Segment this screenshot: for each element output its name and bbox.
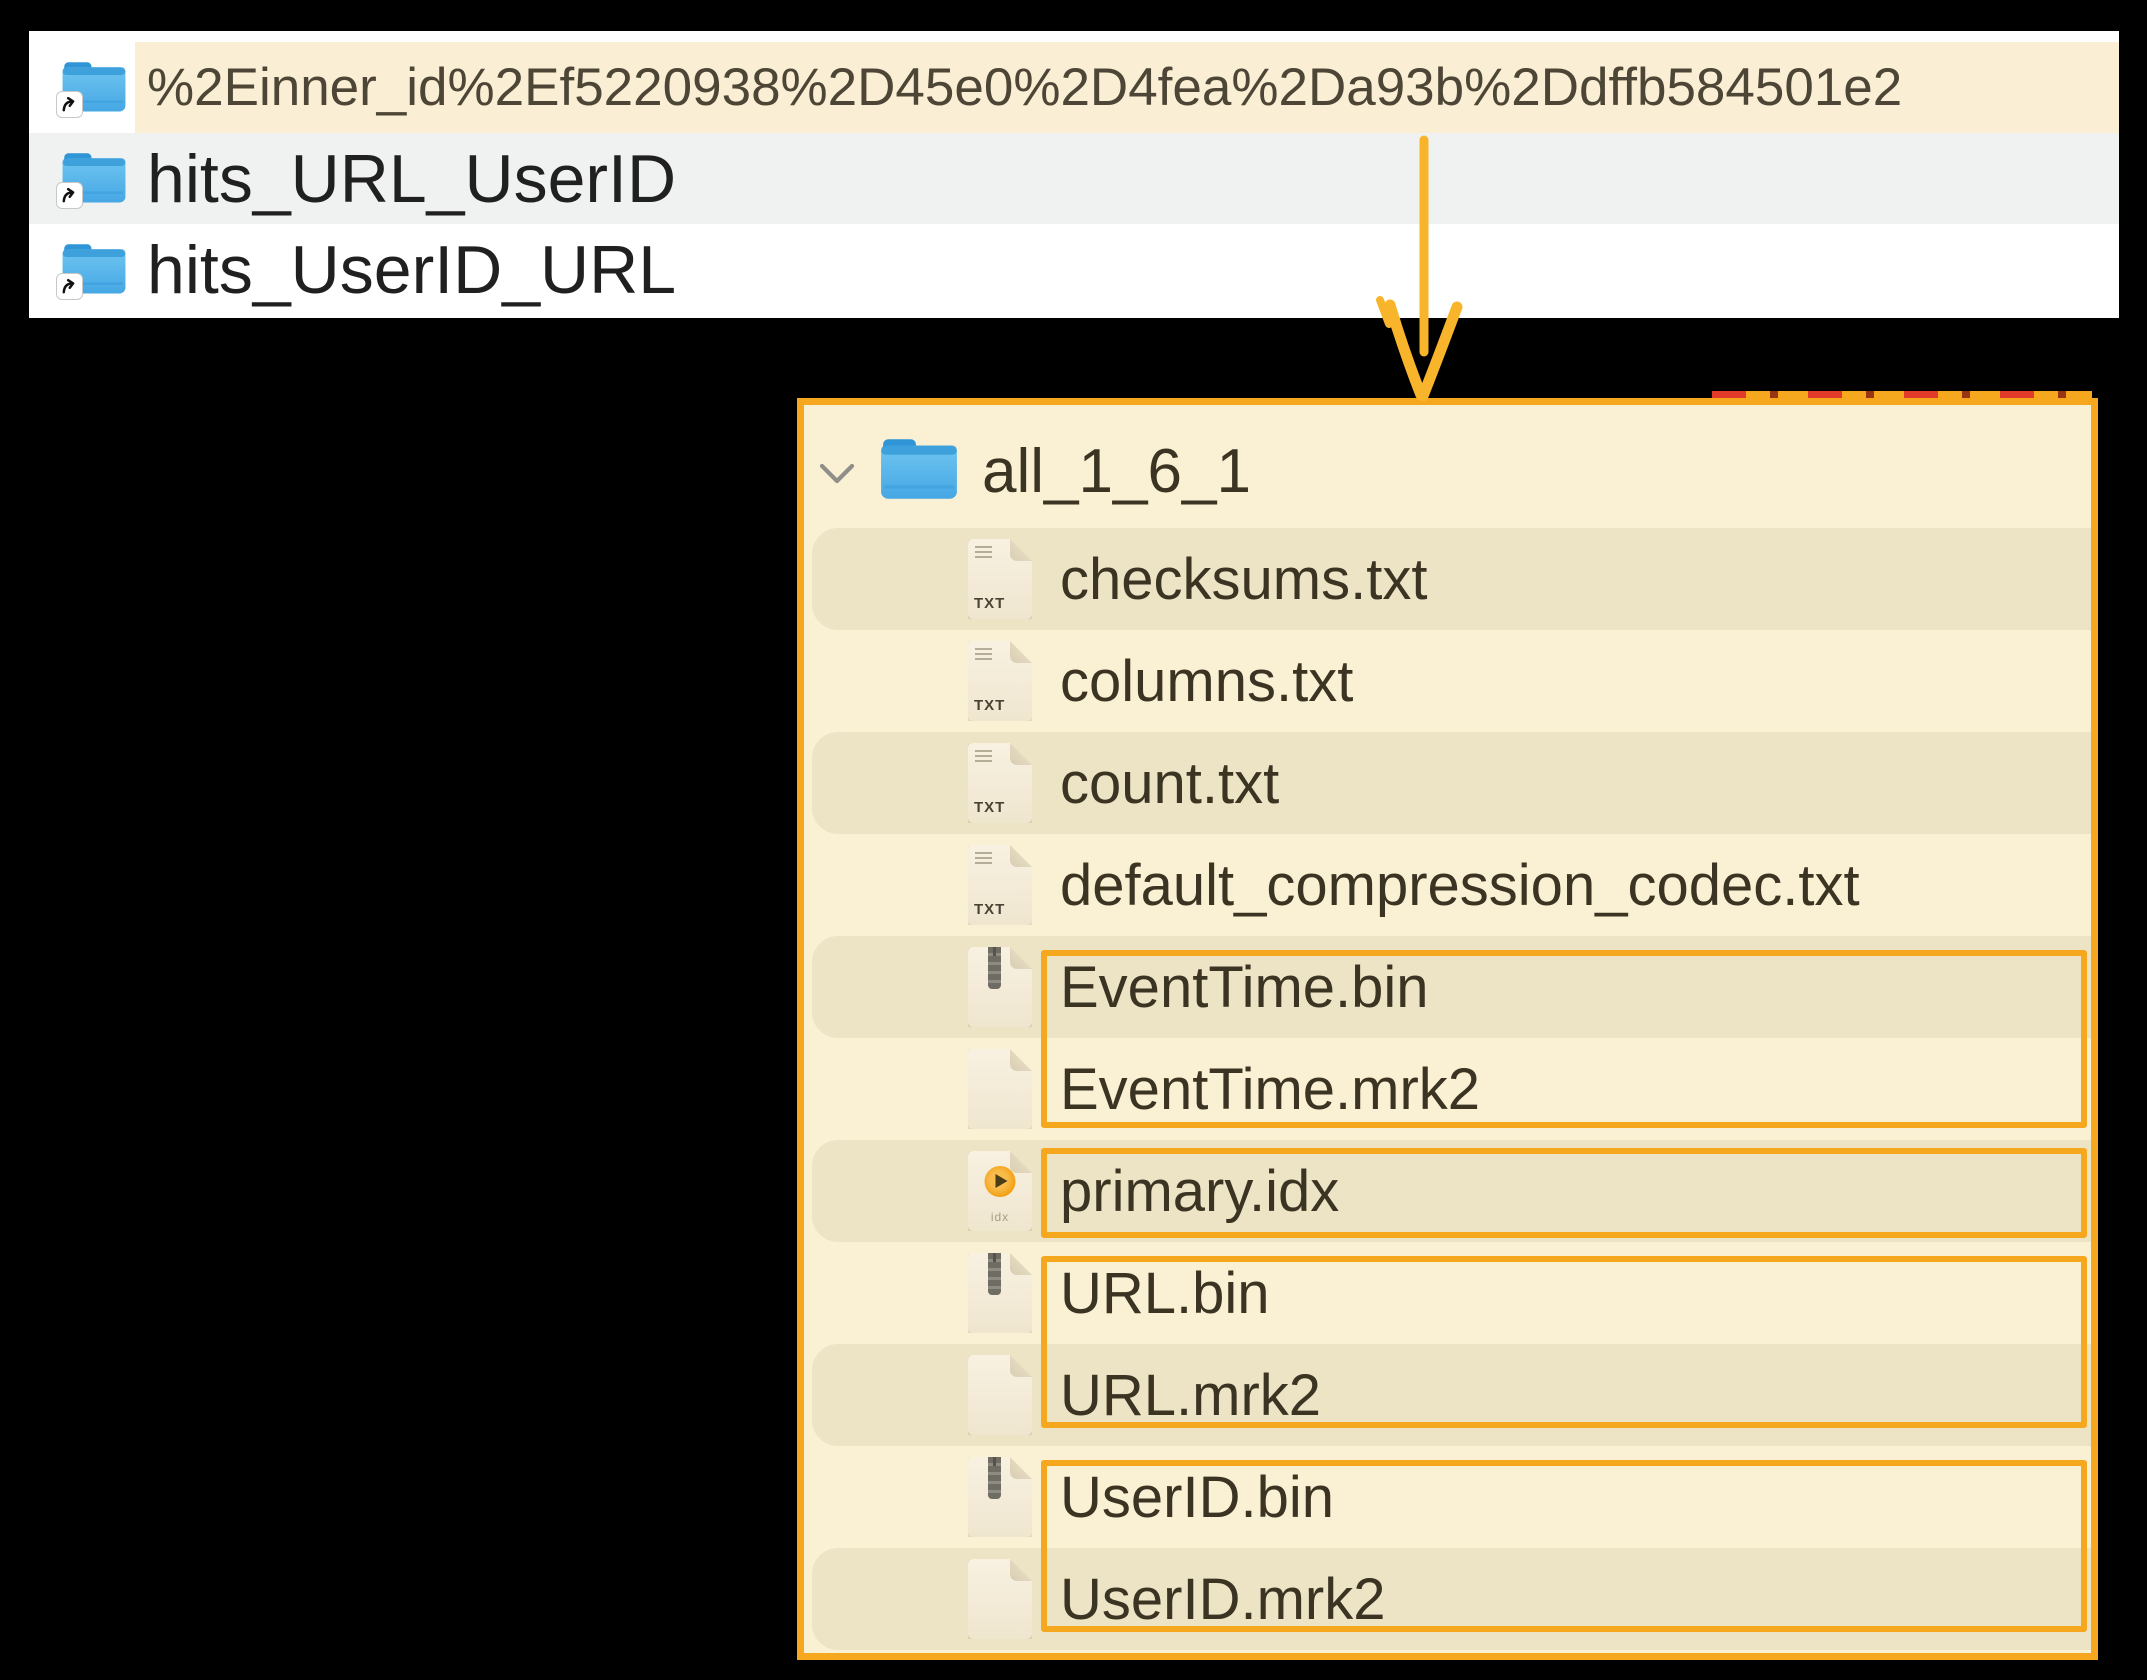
bin-file-icon	[962, 1242, 1038, 1344]
file-list: TXT checksums.txt TXT columns.txt TXT co…	[804, 528, 2091, 1650]
file-row-checksums[interactable]: TXT checksums.txt	[804, 528, 2091, 630]
folder-row-inner-id[interactable]: %2Einner_id%2Ef5220938%2D45e0%2D4fea%2Da…	[29, 42, 2119, 133]
root-folder-name: all_1_6_1	[982, 436, 1251, 506]
red-dashed-line	[1712, 391, 2092, 398]
alias-folder-icon	[56, 147, 128, 209]
file-name: URL.bin	[1060, 1260, 1270, 1326]
folder-name: hits_URL_UserID	[147, 140, 677, 217]
file-name: checksums.txt	[1060, 546, 1428, 612]
file-name: UserID.mrk2	[1060, 1566, 1386, 1632]
file-row-default-compression-codec[interactable]: TXT default_compression_codec.txt	[804, 834, 2091, 936]
file-name: primary.idx	[1060, 1158, 1340, 1224]
file-name: EventTime.bin	[1060, 954, 1429, 1020]
document-file-icon	[962, 1344, 1038, 1446]
alias-folder-icon	[56, 56, 128, 118]
file-row-userid-bin[interactable]: UserID.bin	[804, 1446, 2091, 1548]
file-row-userid-mrk2[interactable]: UserID.mrk2	[804, 1548, 2091, 1650]
file-name: UserID.bin	[1060, 1464, 1334, 1530]
folder-name: %2Einner_id%2Ef5220938%2D45e0%2D4fea%2Da…	[147, 58, 1903, 117]
file-row-eventtime-bin[interactable]: EventTime.bin	[804, 936, 2091, 1038]
part-directory-panel: all_1_6_1 TXT checksums.txt TXT columns.…	[797, 398, 2098, 1660]
alias-arrow-badge	[56, 182, 83, 209]
chevron-down-icon[interactable]	[818, 461, 856, 487]
file-row-url-bin[interactable]: URL.bin	[804, 1242, 2091, 1344]
finder-list-panel: %2Einner_id%2Ef5220938%2D45e0%2D4fea%2Da…	[29, 31, 2119, 318]
alias-arrow-badge	[56, 273, 83, 300]
file-row-url-mrk2[interactable]: URL.mrk2	[804, 1344, 2091, 1446]
txt-file-icon: TXT	[962, 630, 1038, 732]
file-name: default_compression_codec.txt	[1060, 852, 1860, 918]
root-folder-row[interactable]: all_1_6_1	[804, 419, 2091, 523]
file-row-primary-idx[interactable]: idx primary.idx	[804, 1140, 2091, 1242]
document-file-icon	[962, 1038, 1038, 1140]
file-name: EventTime.mrk2	[1060, 1056, 1481, 1122]
file-row-eventtime-mrk2[interactable]: EventTime.mrk2	[804, 1038, 2091, 1140]
folder-icon	[878, 433, 960, 503]
txt-file-icon: TXT	[962, 834, 1038, 936]
folder-row-hits-userid-url[interactable]: hits_UserID_URL	[29, 224, 2119, 315]
file-name: URL.mrk2	[1060, 1362, 1322, 1428]
folder-row-hits-url-userid[interactable]: hits_URL_UserID	[29, 133, 2119, 224]
alias-folder-icon	[56, 238, 128, 300]
file-row-count[interactable]: TXT count.txt	[804, 732, 2091, 834]
idx-file-icon: idx	[962, 1140, 1038, 1242]
file-name: count.txt	[1060, 750, 1280, 816]
alias-arrow-badge	[56, 91, 83, 118]
bin-file-icon	[962, 936, 1038, 1038]
txt-file-icon: TXT	[962, 732, 1038, 834]
file-name: columns.txt	[1060, 648, 1354, 714]
bin-file-icon	[962, 1446, 1038, 1548]
file-row-columns[interactable]: TXT columns.txt	[804, 630, 2091, 732]
folder-name: hits_UserID_URL	[147, 231, 677, 308]
txt-file-icon: TXT	[962, 528, 1038, 630]
document-file-icon	[962, 1548, 1038, 1650]
row-selection-highlight	[135, 42, 2119, 133]
